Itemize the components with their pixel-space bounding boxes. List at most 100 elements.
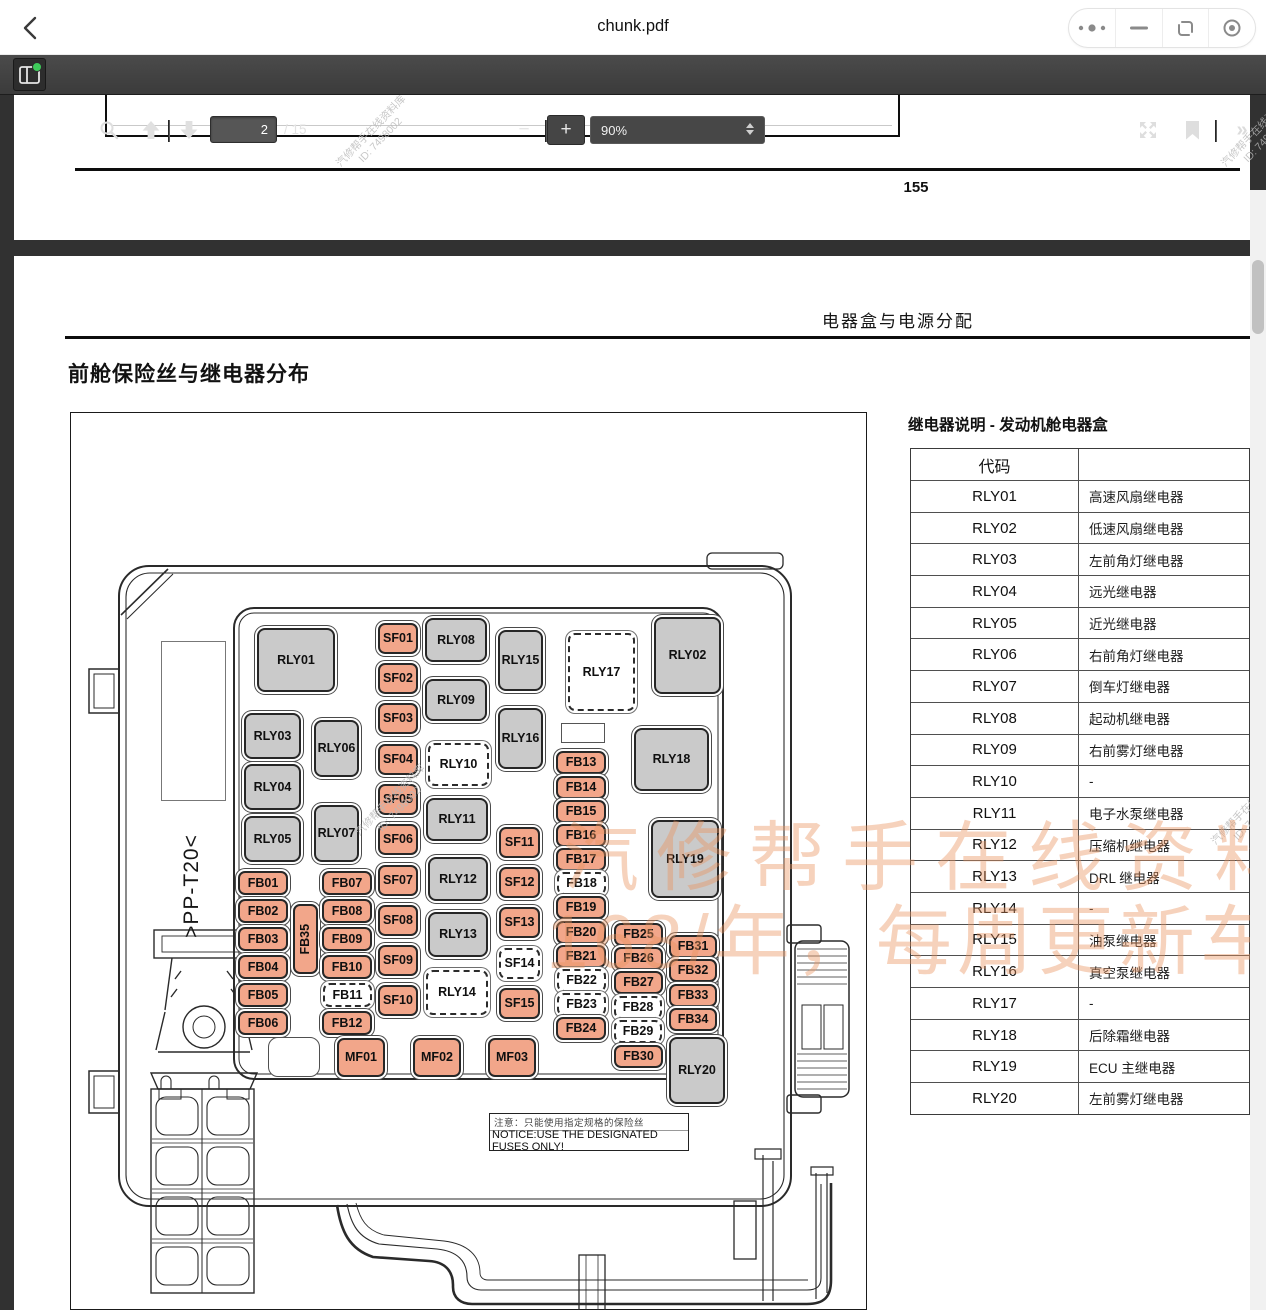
diagram-box-label: FB25 [623, 927, 654, 942]
expand-icon [1140, 122, 1156, 138]
back-button[interactable] [18, 14, 46, 42]
sidebar-toggle-button[interactable] [13, 58, 46, 91]
diagram-box-label: FB10 [331, 959, 363, 974]
relay-table-header-row: 代码 [911, 449, 1249, 480]
sidebar-icon [19, 65, 40, 84]
presentation-mode-button[interactable] [1135, 117, 1161, 143]
diagram-box-fb15: FB15 [556, 800, 606, 823]
vertical-scrollbar-thumb[interactable] [1252, 260, 1264, 334]
diagram-box-fb20: FB20 [556, 921, 606, 944]
diagram-box-label: SF10 [383, 993, 413, 1008]
diagram-box-rly20: RLY20 [669, 1037, 725, 1104]
diagram-box-label: FB11 [332, 987, 363, 1002]
diagram-box-blank1 [268, 1037, 320, 1077]
diagram-box-mf03: MF03 [488, 1038, 536, 1077]
diagram-box-label: FB14 [565, 780, 597, 795]
diagram-box-label: FB07 [331, 875, 363, 890]
running-header: 电器盒与电源分配 [822, 312, 974, 331]
vertical-scrollbar[interactable] [1250, 190, 1266, 1310]
diagram-box-rly13: RLY13 [428, 912, 488, 957]
diagram-box-fb32: FB32 [669, 959, 717, 982]
page-count-label: / 15 [284, 122, 307, 137]
diagram-box-label: MF01 [345, 1050, 377, 1065]
diagram-box-label: FB28 [622, 1000, 654, 1015]
diagram-box-label: RLY09 [437, 692, 475, 707]
window-controls [1068, 8, 1256, 48]
diagram-box-sf09: SF09 [378, 945, 418, 976]
diagram-box-fb34: FB34 [669, 1008, 717, 1031]
next-page-button[interactable] [176, 117, 202, 143]
document-title: chunk.pdf [597, 17, 669, 35]
diagram-box-label: RLY19 [666, 851, 704, 866]
diagram-box-sf03: SF03 [378, 703, 418, 734]
diagram-box-rly15: RLY15 [498, 630, 543, 691]
diagram-box-sf05: SF05 [378, 784, 418, 815]
relay-code-cell: RLY12 [911, 829, 1079, 861]
pdf-toolbar: / 15 − + 90% » [0, 55, 1266, 145]
dots-icon [1078, 24, 1106, 32]
relay-code-cell: RLY02 [911, 512, 1079, 544]
diagram-box-sf11: SF11 [499, 827, 540, 858]
relay-table-title: 继电器说明 - 发动机舱电器盒 [908, 417, 1108, 434]
diagram-box-label: FB24 [565, 1021, 597, 1036]
diagram-box-rly04: RLY04 [244, 764, 301, 810]
more-menu-button[interactable] [1069, 9, 1115, 47]
diagram-box-fb04: FB04 [238, 955, 288, 979]
relay-code-cell: RLY14 [911, 892, 1079, 924]
diagram-box-label: SF07 [383, 873, 413, 888]
header-rule [65, 336, 1250, 339]
bookmark-button[interactable] [1179, 117, 1205, 143]
pdf-viewer: 155 汽修帮手在线资料库 ID: 7498002 汽修帮手在线资料库 ID: … [0, 89, 1266, 1310]
relay-code-cell: RLY11 [911, 797, 1079, 829]
more-tools-button[interactable]: » [1236, 118, 1248, 141]
search-button[interactable] [96, 117, 122, 143]
arrow-up-icon [142, 121, 160, 139]
diagram-box-label: RLY20 [678, 1063, 716, 1078]
diagram-box-fb08: FB08 [322, 899, 372, 923]
relay-description-cell: 右前角灯继电器 [1089, 648, 1184, 664]
diagram-box-sf13: SF13 [499, 907, 540, 938]
diagram-box-label: RLY12 [439, 871, 477, 886]
diagram-box-fb27: FB27 [614, 971, 663, 994]
close-target-button[interactable] [1208, 9, 1255, 47]
diagram-box-rly03: RLY03 [244, 713, 301, 759]
diagram-box-rly18: RLY18 [634, 728, 709, 791]
diagram-box-rly17: RLY17 [568, 633, 635, 711]
table-row: RLY17- [911, 987, 1249, 1019]
zoom-level-value: 90% [601, 122, 628, 138]
zoom-out-button[interactable]: − [518, 119, 530, 140]
diagram-box-label: MF03 [496, 1050, 528, 1065]
page-number-input[interactable] [210, 116, 277, 143]
relay-description-cell: DRL 继电器 [1089, 870, 1160, 886]
select-caret-icon [746, 123, 754, 135]
diagram-box-fb21: FB21 [556, 945, 606, 968]
relay-code-cell: RLY18 [911, 1019, 1079, 1051]
diagram-box-sf15: SF15 [499, 988, 540, 1019]
previous-page-button[interactable] [138, 117, 164, 143]
diagram-box-rly07: RLY07 [314, 805, 359, 862]
restore-button[interactable] [1161, 9, 1209, 47]
diagram-box-label: SF08 [383, 913, 413, 928]
diagram-box-mf01: MF01 [337, 1038, 385, 1077]
zoom-in-button[interactable]: + [547, 115, 585, 145]
diagram-box-fb14: FB14 [556, 776, 606, 799]
zoom-level-select[interactable]: 90% [590, 116, 765, 144]
diagram-box-fb16: FB16 [556, 824, 606, 847]
diagram-box-label: FB20 [565, 925, 597, 940]
relay-description-cell: 后除霜继电器 [1089, 1029, 1170, 1045]
minimize-button[interactable] [1114, 9, 1162, 47]
diagram-box-label: FB31 [677, 939, 709, 954]
footer-rule [75, 168, 1240, 171]
relay-code-cell: RLY01 [911, 481, 1079, 512]
diagram-box-fb09: FB09 [322, 927, 372, 951]
diagram-box-rly19: RLY19 [651, 820, 719, 898]
relay-code-cell: RLY16 [911, 956, 1079, 987]
diagram-box-fb35: FB35 [293, 904, 318, 974]
diagram-box-fb17: FB17 [556, 848, 606, 871]
diagram-box-label: RLY14 [438, 985, 476, 1000]
